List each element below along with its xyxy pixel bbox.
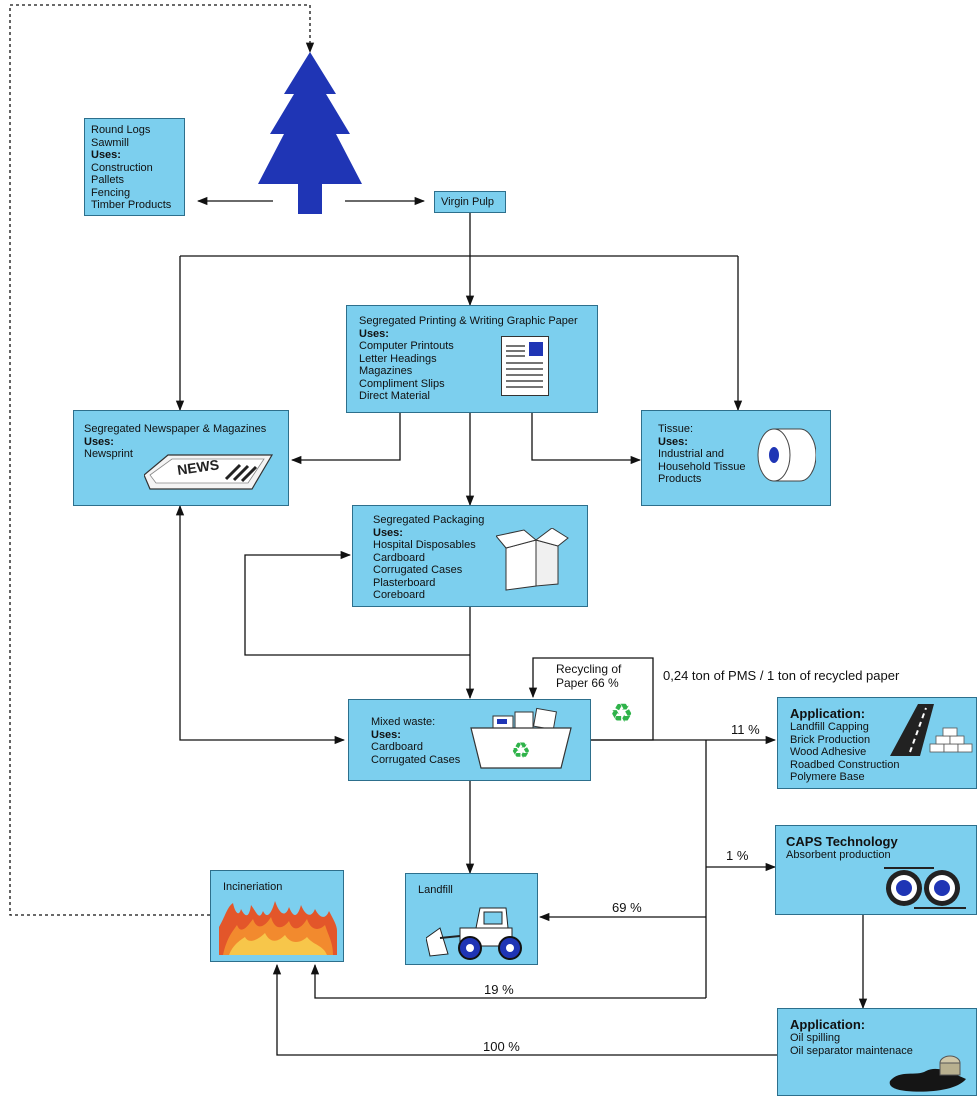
fire-icon	[219, 901, 337, 955]
mixed-waste-box: Mixed waste: Uses: Cardboard Corrugated …	[348, 699, 591, 781]
bin-recycle-icon: ♻	[511, 739, 531, 764]
list-item: Pallets	[91, 174, 125, 186]
recycling-line-1: Recycling of	[556, 662, 622, 676]
printing-uses: Uses:	[359, 327, 389, 340]
road-bricks-icon	[890, 704, 973, 756]
list-item: Oil spilling	[790, 1032, 841, 1044]
recycling-bin-icon: ♻	[470, 707, 572, 769]
list-item: Brick Production	[790, 733, 871, 746]
application1-title: Application:	[790, 706, 866, 721]
virgin-pulp-box: Virgin Pulp	[434, 191, 506, 213]
tissue-uses: Uses:	[658, 435, 688, 448]
tissue-box: Tissue: Uses: Industrial and Household T…	[641, 410, 831, 506]
percent-19-label: 19 %	[484, 982, 514, 997]
landfill-box: Landfill	[405, 873, 538, 965]
packaging-uses: Uses:	[373, 526, 403, 539]
news-icon-text: NEWS	[176, 456, 220, 478]
document-icon	[501, 336, 549, 396]
list-item: Industrial and	[658, 448, 725, 460]
cardboard-box-icon	[496, 528, 569, 591]
list-item: Cardboard	[371, 741, 423, 753]
packaging-title: Segregated Packaging	[373, 514, 485, 526]
list-item: Household Tissue	[658, 460, 746, 473]
list-item: Products	[658, 473, 702, 485]
percent-11-label: 11 %	[731, 722, 760, 737]
list-item: Compliment Slips	[359, 377, 445, 390]
recycling-line-2: Paper 66 %	[556, 676, 619, 690]
caps-subtitle: Absorbent production	[786, 849, 891, 861]
incineration-box: Incineriation	[210, 870, 344, 962]
oil-spill-icon	[889, 1055, 966, 1092]
rollers-icon	[884, 867, 966, 909]
recycling-label: Recycling of Paper 66 %	[556, 662, 621, 690]
round-logs-uses: Uses:	[91, 149, 121, 161]
list-item: Computer Printouts	[359, 340, 454, 352]
list-item: Corrugated Cases	[371, 753, 461, 766]
landfill-title: Landfill	[418, 884, 453, 896]
application1-box: Application: Landfill Capping Brick Prod…	[777, 697, 977, 789]
tree-icon	[258, 52, 362, 214]
arrow-printing-to-tissue	[531, 413, 642, 465]
list-item: Magazines	[359, 365, 413, 377]
list-item: Direct Material	[359, 390, 430, 402]
pms-label: 0,24 ton of PMS / 1 ton of recycled pape…	[663, 668, 900, 683]
arrow-to-incineration-19	[310, 963, 706, 999]
application2-title: Application:	[790, 1017, 866, 1032]
printing-paper-box: Segregated Printing & Writing Graphic Pa…	[346, 305, 598, 413]
list-item: Oil separator maintenace	[790, 1044, 913, 1057]
newspaper-uses: Uses:	[84, 435, 114, 448]
round-logs-title-1: Round Logs	[91, 124, 151, 136]
list-item: Polymere Base	[790, 771, 865, 783]
newspaper-icon: NEWS	[144, 454, 274, 490]
list-item: Timber Products	[91, 199, 172, 211]
recycle-icon: ♻	[610, 698, 634, 728]
mixed-title: Mixed waste:	[371, 716, 436, 728]
newspaper-title: Segregated Newspaper & Magazines	[84, 423, 267, 435]
bulldozer-icon	[426, 907, 522, 960]
percent-69-label: 69 %	[612, 900, 642, 915]
list-item: Landfill Capping	[790, 721, 869, 733]
caps-box: CAPS Technology Absorbent production	[775, 825, 977, 915]
list-item: Coreboard	[373, 589, 425, 601]
arrow-to-incineration-100	[272, 963, 777, 1056]
round-logs-box: Round Logs Sawmill Uses: Construction Pa…	[84, 118, 185, 216]
caps-title: CAPS Technology	[786, 834, 898, 849]
round-logs-title-2: Sawmill	[91, 136, 129, 149]
list-item: Plasterboard	[373, 576, 436, 589]
arrow-newspaper-mixed	[175, 504, 346, 745]
list-item: Fencing	[91, 186, 131, 199]
list-item: Corrugated Cases	[373, 564, 463, 576]
packaging-box: Segregated Packaging Uses: Hospital Disp…	[352, 505, 588, 607]
list-item: Roadbed Construction	[790, 758, 900, 771]
percent-100-label: 100 %	[483, 1039, 520, 1054]
incineration-title: Incineriation	[223, 881, 283, 893]
mixed-uses: Uses:	[371, 728, 401, 741]
tissue-roll-icon	[757, 428, 816, 482]
newspaper-box: Segregated Newspaper & Magazines Uses: N…	[73, 410, 289, 506]
printing-title: Segregated Printing & Writing Graphic Pa…	[359, 315, 578, 327]
list-item: Newsprint	[84, 448, 133, 460]
tissue-title: Tissue:	[658, 423, 694, 435]
virgin-pulp-label: Virgin Pulp	[441, 196, 494, 208]
list-item: Construction	[91, 161, 153, 174]
arrow-printing-to-newspaper	[290, 413, 401, 465]
list-item: Cardboard	[373, 551, 425, 564]
percent-1-label: 1 %	[726, 848, 749, 863]
dashed-loop-line	[9, 4, 315, 916]
list-item: Hospital Disposables	[373, 539, 476, 551]
list-item: Letter Headings	[359, 352, 437, 365]
application2-box: Application: Oil spilling Oil separator …	[777, 1008, 977, 1096]
list-item: Wood Adhesive	[790, 746, 867, 758]
